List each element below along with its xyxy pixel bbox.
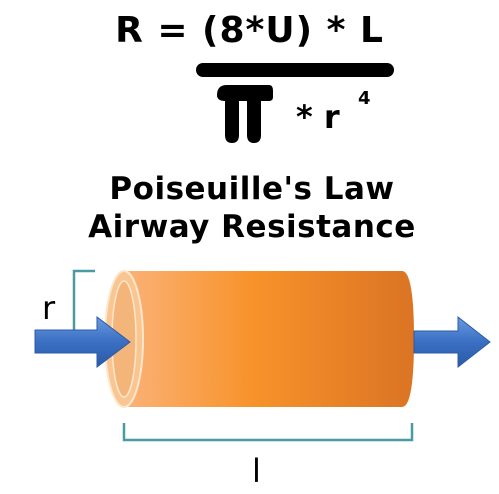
pi-symbol bbox=[211, 83, 275, 154]
diagram-title: Poiseuille's Law Airway Resistance bbox=[0, 170, 499, 246]
exponent: 4 bbox=[358, 88, 371, 109]
outflow-arrow bbox=[413, 315, 491, 369]
length-bracket bbox=[122, 423, 414, 442]
pi-glyph-icon bbox=[217, 85, 273, 143]
tube-body bbox=[124, 271, 414, 407]
length-label: l bbox=[252, 452, 261, 490]
denominator-rest: * r bbox=[296, 98, 340, 136]
radius-label: r bbox=[42, 289, 56, 327]
fraction-bar bbox=[196, 63, 394, 77]
title-line-1: Poiseuille's Law bbox=[109, 171, 395, 207]
formula-numerator: R = (8*U) * L bbox=[115, 10, 384, 51]
title-line-2: Airway Resistance bbox=[88, 209, 416, 245]
inflow-arrow bbox=[34, 315, 131, 369]
